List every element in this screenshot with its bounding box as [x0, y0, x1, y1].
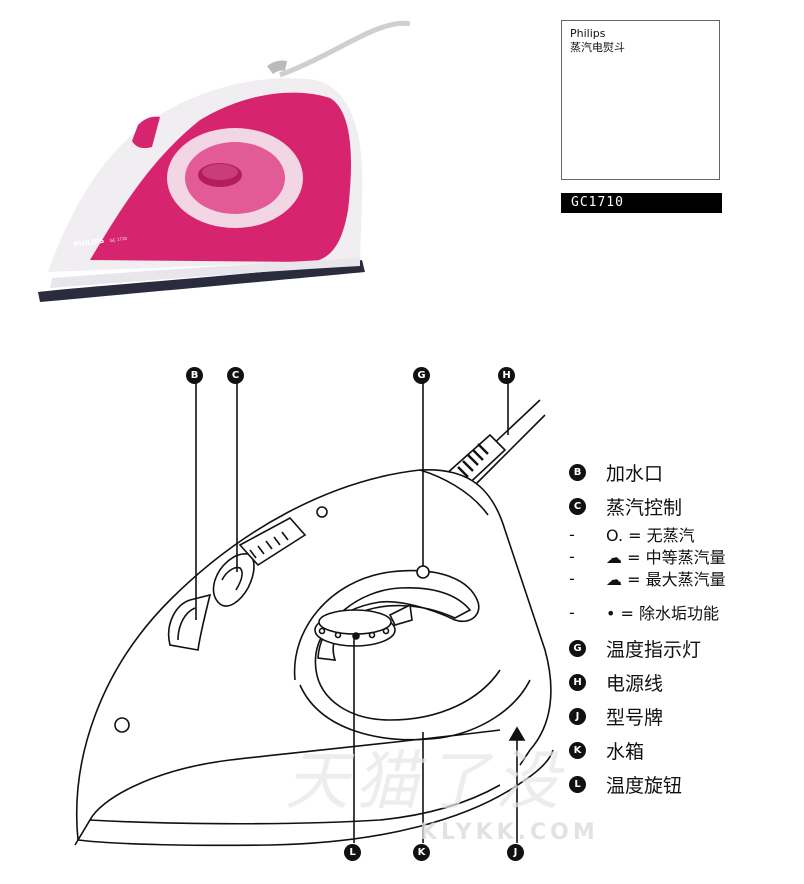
callout-b: B	[186, 367, 203, 384]
legend-label: 电源线	[606, 672, 664, 695]
legend-label: 温度指示灯	[606, 638, 702, 661]
legend-item-b: B 加水口	[569, 455, 799, 489]
legend-item-j: J 型号牌	[569, 699, 799, 733]
dash: -	[569, 602, 575, 622]
watermark-domain: KLYKK.COM	[420, 820, 599, 845]
product-name: 蒸汽电熨斗	[570, 41, 625, 54]
product-photo: PHILIPS GC 1710	[30, 10, 410, 305]
iron-diagram	[0, 340, 804, 884]
legend-item-c: C 蒸汽控制	[569, 489, 799, 523]
steam-option-text: O. = 无蒸汽	[606, 526, 695, 545]
legend-item-g: G 温度指示灯	[569, 631, 799, 665]
dash: -	[569, 568, 575, 588]
legend-label: 水箱	[606, 740, 645, 763]
badge-k: K	[569, 741, 586, 759]
badge-h: H	[569, 673, 586, 691]
legend: B 加水口 C 蒸汽控制 - O. = 无蒸汽 - ☁ = 中等蒸汽量 - ☁ …	[569, 455, 799, 801]
badge-l: L	[569, 775, 586, 793]
steam-option-text: • = 除水垢功能	[606, 604, 720, 623]
badge-b: B	[569, 463, 586, 481]
legend-item-k: K 水箱	[569, 733, 799, 767]
callout-j: J	[507, 844, 524, 861]
legend-label: 型号牌	[606, 706, 664, 729]
callout-g: G	[413, 367, 430, 384]
legend-label: 加水口	[606, 462, 664, 485]
legend-item-h: H 电源线	[569, 665, 799, 699]
model-bar: GC1710	[561, 193, 722, 213]
steam-option: - O. = 无蒸汽	[569, 523, 799, 546]
badge-g: G	[569, 639, 586, 657]
legend-label: 温度旋钮	[606, 774, 683, 797]
steam-option: - ☁ = 中等蒸汽量	[569, 545, 799, 568]
brand-box: Philips 蒸汽电熨斗	[561, 20, 720, 180]
legend-item-l: L 温度旋钮	[569, 767, 799, 801]
callout-l: L	[344, 844, 361, 861]
callout-h: H	[498, 367, 515, 384]
legend-label: 蒸汽控制	[606, 496, 683, 519]
badge-j: J	[569, 707, 586, 725]
steam-option-text: ☁ = 最大蒸汽量	[606, 570, 726, 589]
photo-model: GC 1710	[109, 236, 127, 243]
dash: -	[569, 546, 575, 566]
callout-c: C	[227, 367, 244, 384]
steam-option: - • = 除水垢功能	[569, 601, 799, 624]
steam-option: - ☁ = 最大蒸汽量	[569, 567, 799, 590]
badge-c: C	[569, 497, 586, 515]
brand-name: Philips	[570, 27, 606, 40]
callout-k: K	[413, 844, 430, 861]
dash: -	[569, 524, 575, 544]
steam-option-text: ☁ = 中等蒸汽量	[606, 548, 726, 567]
